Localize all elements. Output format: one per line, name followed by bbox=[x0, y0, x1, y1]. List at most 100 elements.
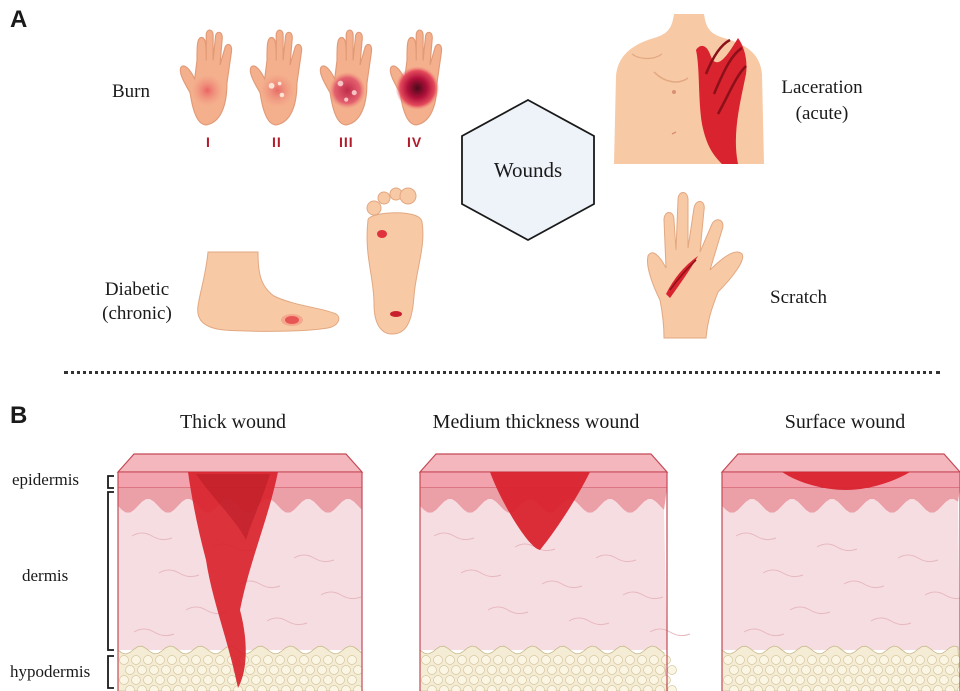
thick-fat-cell bbox=[252, 656, 261, 665]
thick-fat-cell bbox=[168, 656, 177, 665]
thick-fat-cell bbox=[294, 686, 303, 691]
surface-fat-cell bbox=[778, 686, 787, 691]
medium-fat-cell bbox=[488, 686, 497, 691]
thick-fat-cell bbox=[180, 656, 189, 665]
surface-fat-cell bbox=[886, 686, 895, 691]
medium-fat-cell bbox=[530, 656, 539, 665]
surface-fat-cell bbox=[814, 666, 823, 675]
surface-fat-cell bbox=[856, 676, 865, 685]
medium-fat-cell bbox=[470, 676, 479, 685]
medium-fat-cell bbox=[656, 686, 665, 691]
medium-fat-cell bbox=[476, 686, 485, 691]
medium-fat-cell bbox=[506, 676, 515, 685]
thick-fat-cell bbox=[168, 676, 177, 685]
medium-fat-cell bbox=[614, 676, 623, 685]
thick-fat-cell bbox=[144, 676, 153, 685]
surface-fat-cell bbox=[850, 686, 859, 691]
surface-fat-cell bbox=[952, 676, 960, 685]
thick-skin-surface bbox=[118, 454, 362, 472]
medium-fat-cell bbox=[614, 656, 623, 665]
thick-fat-cell bbox=[342, 686, 351, 691]
thick-fat-cell bbox=[192, 656, 201, 665]
medium-fat-cell bbox=[512, 686, 521, 691]
thick-fat-cell bbox=[258, 686, 267, 691]
medium-fat-cell bbox=[500, 666, 509, 675]
surface-fat-cell bbox=[748, 676, 757, 685]
surface-fat-cell bbox=[922, 686, 931, 691]
surface-fat-cell bbox=[820, 676, 829, 685]
medium-fat-cell bbox=[506, 656, 515, 665]
medium-fat-cell bbox=[428, 686, 437, 691]
surface-fat-cell bbox=[934, 686, 943, 691]
thick-fat-cell bbox=[306, 686, 315, 691]
medium-fat-cell bbox=[500, 686, 509, 691]
surface-fat-cell bbox=[760, 656, 769, 665]
surface-fat-cell bbox=[898, 666, 907, 675]
thick-fat-cell bbox=[330, 666, 339, 675]
thick-fat-cell bbox=[270, 686, 279, 691]
surface-fat-cell bbox=[886, 666, 895, 675]
medium-fat-cell bbox=[590, 656, 599, 665]
medium-fat-cell bbox=[548, 686, 557, 691]
medium-fat-cell bbox=[632, 666, 641, 675]
surface-fat-cell bbox=[862, 666, 871, 675]
thick-fat-cell bbox=[294, 666, 303, 675]
surface-fat-cell bbox=[820, 656, 829, 665]
medium-fat-cell bbox=[620, 666, 629, 675]
medium-fat-cell bbox=[650, 656, 659, 665]
surface-fat-cell bbox=[898, 686, 907, 691]
surface-fat-cell bbox=[772, 656, 781, 665]
surface-fat-cell bbox=[796, 676, 805, 685]
medium-fat-cell bbox=[524, 686, 533, 691]
thick-fat-cell bbox=[186, 666, 195, 675]
surface-fat-cell bbox=[922, 666, 931, 675]
thick-fat-cell bbox=[126, 666, 135, 675]
surface-fat-cell bbox=[856, 656, 865, 665]
surface-fat-cell bbox=[796, 656, 805, 665]
medium-fat-cell bbox=[452, 686, 461, 691]
medium-fat-cell bbox=[584, 686, 593, 691]
medium-fat-cell bbox=[512, 666, 521, 675]
medium-fat-cell bbox=[494, 656, 503, 665]
medium-fat-cell bbox=[476, 666, 485, 675]
medium-fat-cell bbox=[470, 656, 479, 665]
medium-fat-cell bbox=[662, 676, 671, 685]
surface-fat-cell bbox=[868, 676, 877, 685]
surface-fat-cell bbox=[826, 686, 835, 691]
medium-fat-cell bbox=[554, 656, 563, 665]
medium-fat-cell bbox=[482, 676, 491, 685]
surface-fat-cell bbox=[784, 656, 793, 665]
surface-fat-cell bbox=[916, 656, 925, 665]
thick-fat-cell bbox=[228, 676, 237, 685]
medium-fat-cell bbox=[458, 656, 467, 665]
medium-fat-cell bbox=[668, 666, 677, 675]
surface-fat-cell bbox=[928, 676, 937, 685]
thick-fat-cell bbox=[174, 666, 183, 675]
thick-fat-cell bbox=[270, 666, 279, 675]
medium-fat-cell bbox=[638, 676, 647, 685]
surface-fat-cell bbox=[946, 686, 955, 691]
surface-fat-cell bbox=[736, 676, 745, 685]
surface-fat-cell bbox=[910, 666, 919, 675]
medium-fat-cell bbox=[626, 676, 635, 685]
thick-fat-cell bbox=[204, 656, 213, 665]
surface-fat-cell bbox=[838, 666, 847, 675]
thick-fat-cell bbox=[174, 686, 183, 691]
thick-fat-cell bbox=[246, 686, 255, 691]
thick-fat-cell bbox=[144, 656, 153, 665]
medium-fat-cell bbox=[584, 666, 593, 675]
medium-fat-cell bbox=[578, 656, 587, 665]
thick-fat-cell bbox=[300, 656, 309, 665]
surface-fat-cell bbox=[730, 666, 739, 675]
surface-fat-cell bbox=[742, 686, 751, 691]
surface-fat-cell bbox=[736, 656, 745, 665]
surface-fat-cell bbox=[892, 656, 901, 665]
thick-fat-cell bbox=[342, 666, 351, 675]
thick-fat-cell bbox=[126, 686, 135, 691]
medium-fat-cell bbox=[536, 686, 545, 691]
surface-fat-cell bbox=[844, 656, 853, 665]
medium-fat-cell bbox=[572, 666, 581, 675]
surface-fat-cell bbox=[748, 656, 757, 665]
thick-fat-cell bbox=[198, 666, 207, 675]
